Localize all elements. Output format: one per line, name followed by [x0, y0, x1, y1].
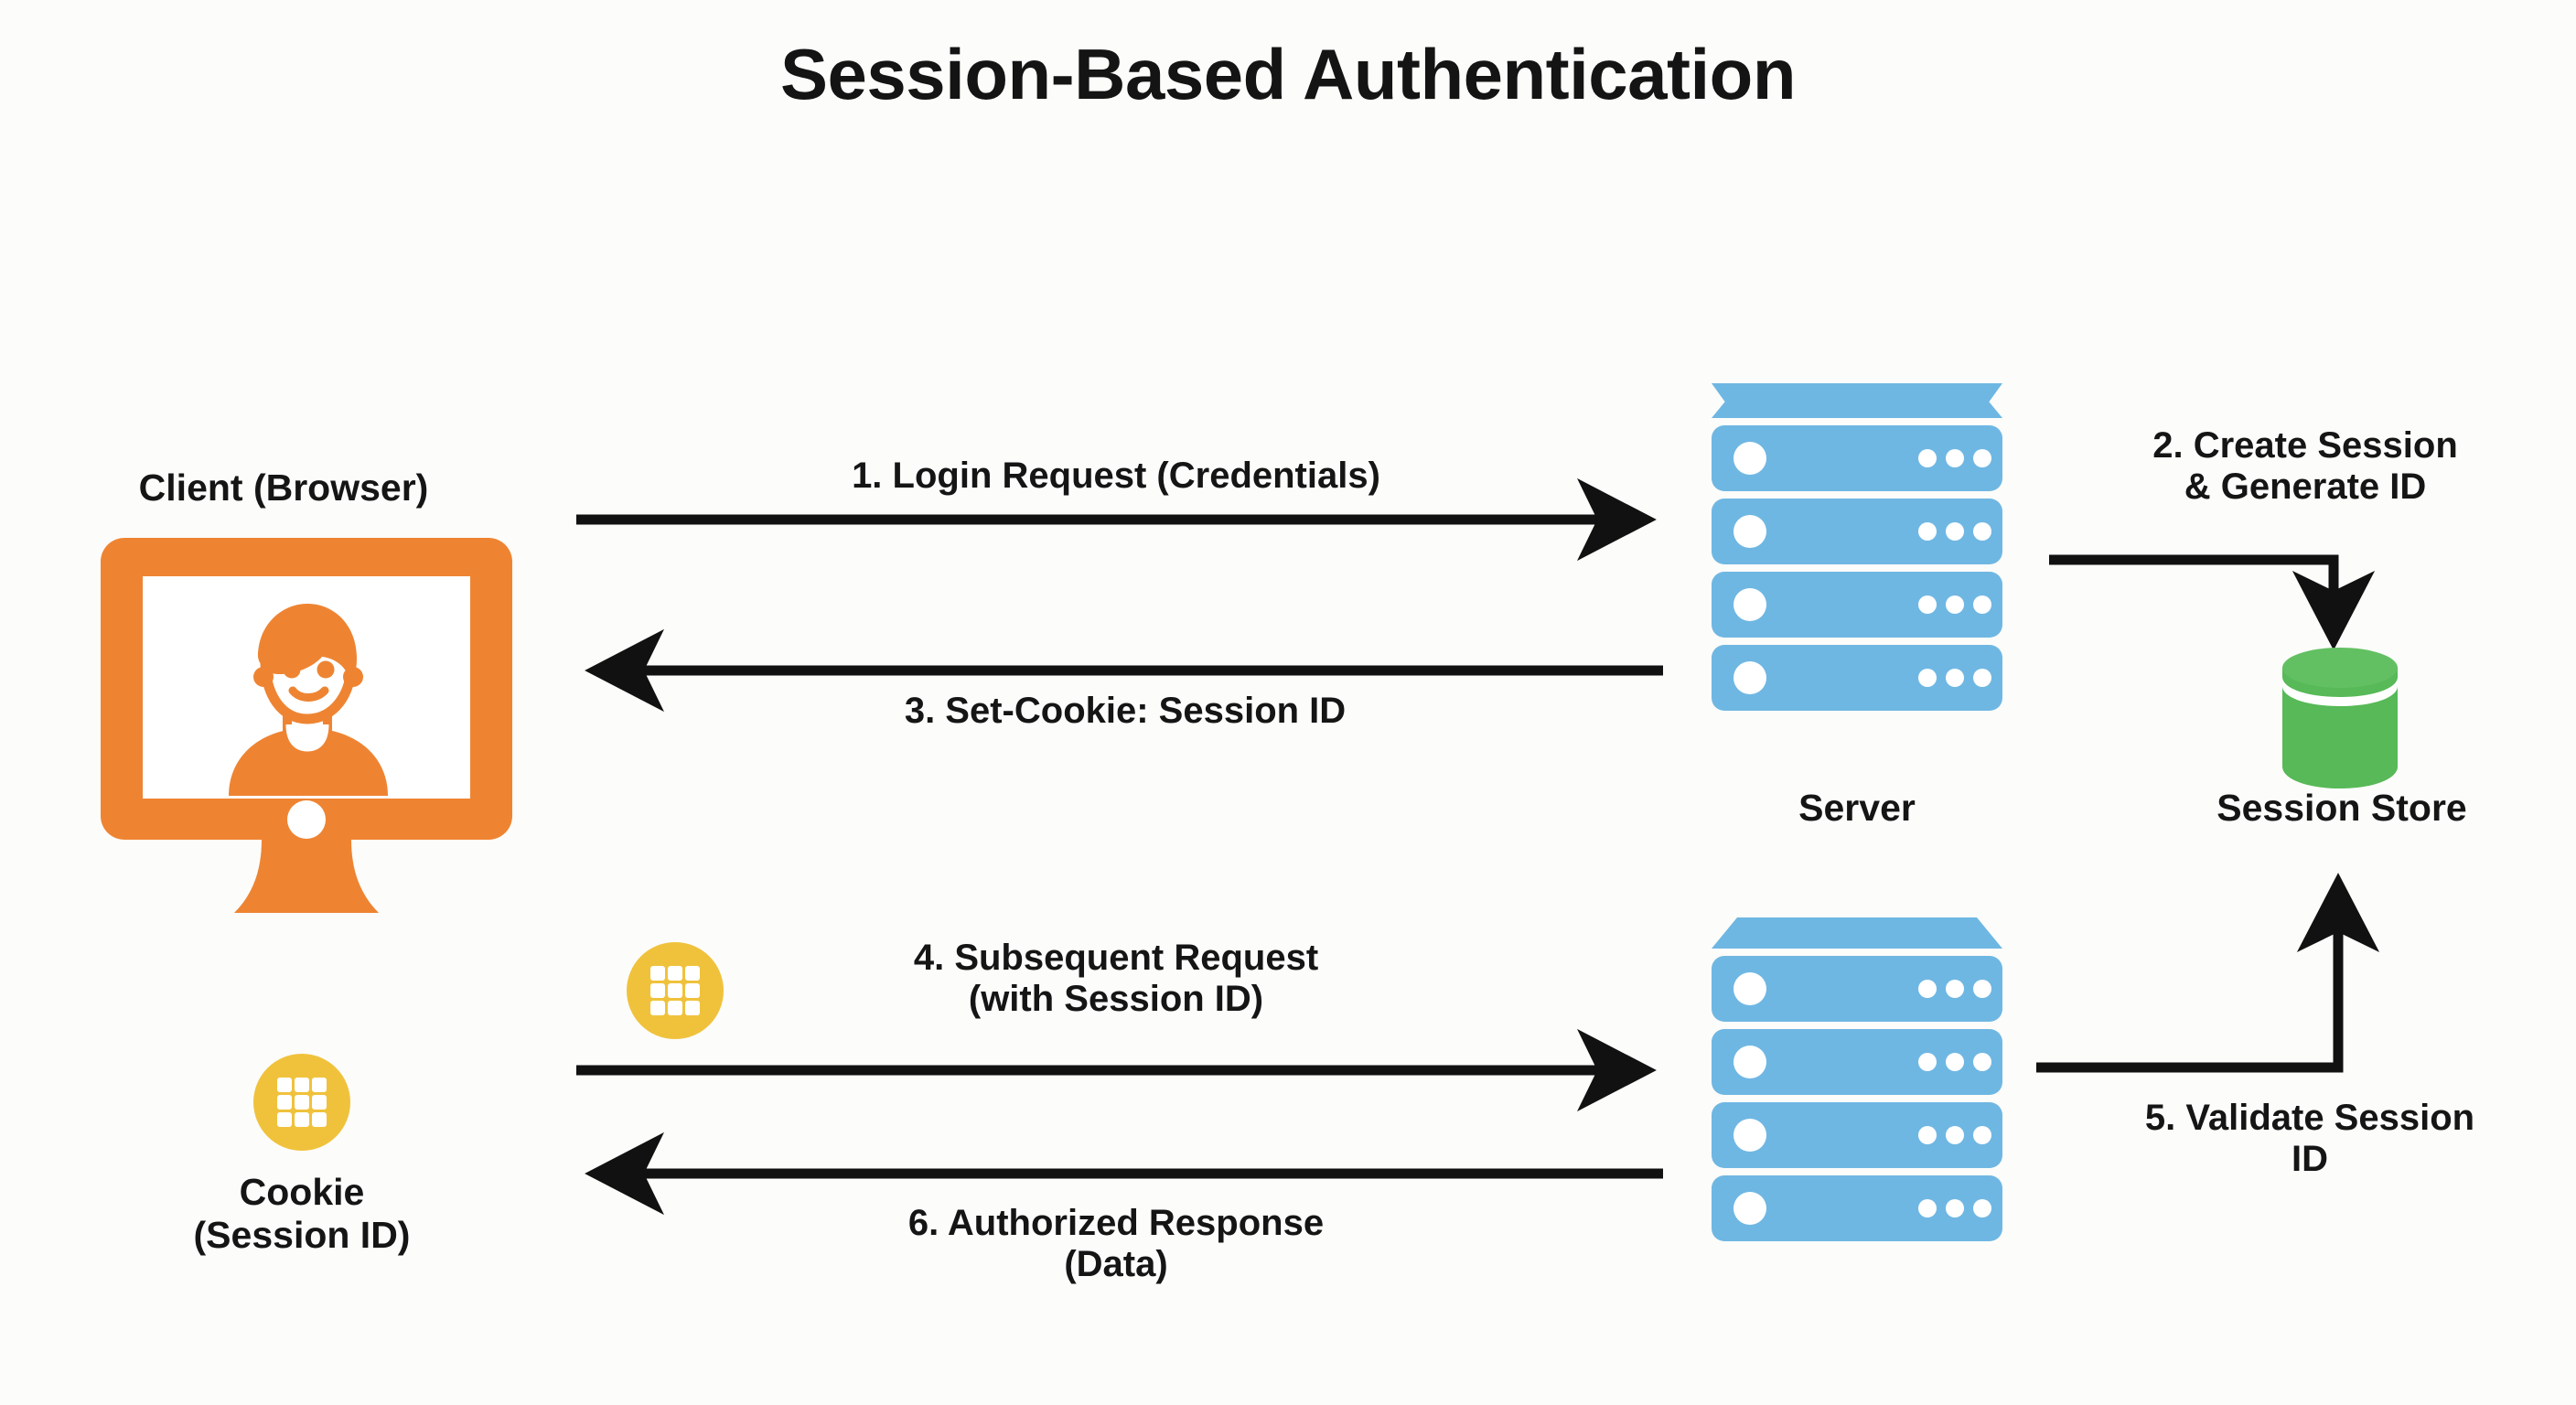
monitor-user-icon — [91, 531, 521, 915]
cookie-icon-inflight — [625, 940, 725, 1041]
step-3-label: 3. Set-Cookie: Session ID — [904, 691, 1347, 731]
arrow-step-5 — [2036, 873, 2380, 1073]
database-cylinder-icon — [2271, 640, 2409, 796]
step-6-label: 6. Authorized Response (Data) — [907, 1203, 1325, 1285]
cookie-label: Cookie (Session ID) — [193, 1171, 411, 1257]
server-label: Server — [1798, 787, 1916, 829]
step-4-label: 4. Subsequent Request (with Session ID) — [913, 938, 1319, 1020]
step-5-label: 5. Validate Session ID — [2144, 1098, 2475, 1180]
page-title: Session-Based Authentication — [780, 34, 1796, 114]
arrow-step-2 — [2049, 554, 2376, 650]
server-rack-icon-2 — [1697, 910, 2017, 1249]
server-rack-icon — [1697, 380, 2017, 718]
session-store-label: Session Store — [2216, 787, 2467, 829]
step-2-label: 2. Create Session & Generate ID — [2152, 425, 2458, 508]
client-label: Client (Browser) — [138, 467, 429, 509]
cookie-icon — [252, 1052, 352, 1153]
step-1-label: 1. Login Request (Credentials) — [852, 456, 1380, 496]
